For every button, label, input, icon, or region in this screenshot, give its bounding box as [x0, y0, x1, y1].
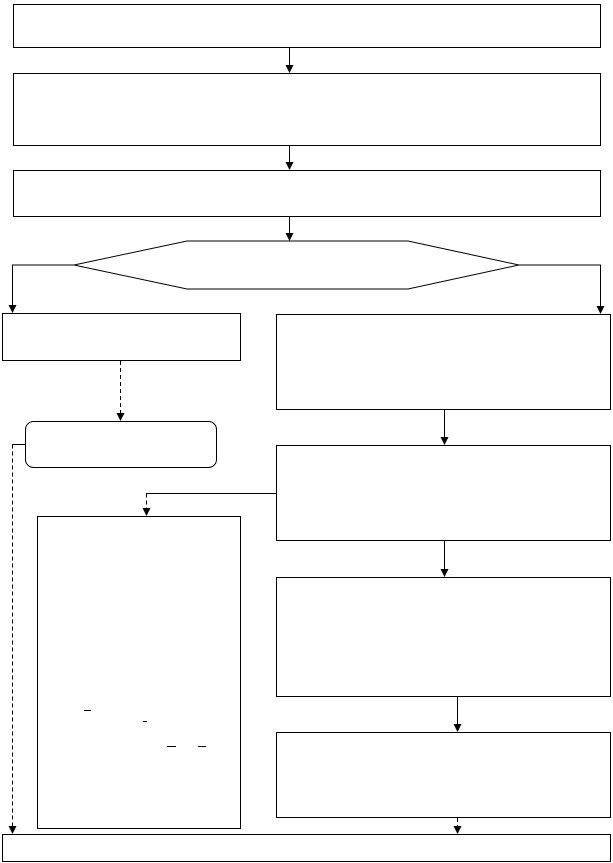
right-process-box-1	[276, 314, 611, 410]
bottom-process-box	[2, 834, 611, 862]
right-process-box-3	[276, 577, 611, 697]
rounded-process-box	[25, 421, 217, 468]
process-box-2	[13, 73, 601, 146]
decision-hexagon	[73, 240, 520, 290]
arrow-decision-to-right-box	[519, 264, 605, 314]
process-box-1	[13, 4, 601, 48]
arrow-decision-to-left-box	[8, 264, 74, 313]
process-box-3	[13, 170, 601, 217]
left-process-box	[2, 313, 241, 361]
right-process-box-2	[276, 445, 611, 541]
tall-process-box	[37, 516, 241, 829]
right-process-box-4	[276, 732, 611, 818]
